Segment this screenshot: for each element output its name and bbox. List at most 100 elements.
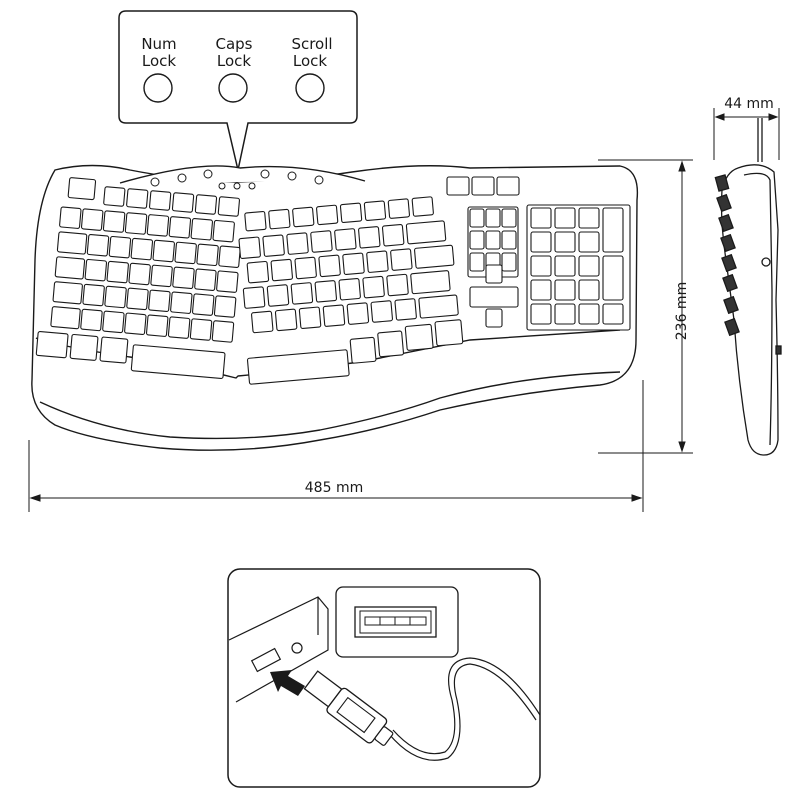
keycap: [316, 204, 339, 226]
keycap: [124, 312, 147, 336]
keycap: [189, 318, 213, 341]
keycap: [530, 207, 552, 229]
keycap: [168, 216, 192, 239]
keycap: [268, 208, 291, 230]
keycap: [286, 232, 309, 255]
caps-lock-led: [218, 73, 248, 103]
keycap: [294, 256, 317, 280]
num-lock-label-line2: Lock: [142, 52, 177, 70]
scroll-lock-led: [295, 73, 325, 103]
keycap: [390, 248, 413, 271]
keycap: [216, 270, 239, 293]
num-lock-led: [143, 73, 173, 103]
keycap: [126, 287, 149, 311]
keycap: [172, 266, 195, 290]
keycap: [530, 255, 552, 277]
depth-dimension-label: 44 mm: [724, 96, 774, 112]
keycap: [192, 293, 215, 316]
keycap: [322, 304, 346, 327]
keycap: [485, 208, 501, 228]
keycap: [349, 336, 377, 364]
keycap: [130, 344, 226, 380]
keycap: [366, 250, 389, 273]
keycap: [99, 336, 129, 364]
keycap: [128, 262, 151, 286]
keycap: [262, 234, 285, 257]
usb-connection-panel: [227, 568, 541, 788]
keycap: [106, 260, 129, 284]
keycap: [578, 231, 600, 253]
keycap: [290, 282, 314, 305]
keycap: [485, 264, 503, 284]
usb-a-port-icon: [354, 606, 437, 638]
keycap: [145, 314, 169, 337]
keycap: [218, 245, 241, 268]
keycap: [346, 302, 370, 325]
keycap: [358, 226, 381, 249]
keycap: [56, 231, 88, 255]
keycap: [342, 252, 365, 276]
keycap: [554, 231, 576, 253]
keycap: [266, 284, 290, 307]
keycap: [501, 230, 517, 250]
keycap: [246, 260, 270, 284]
keycap: [246, 349, 350, 385]
keycap: [377, 330, 405, 358]
keycap: [362, 275, 385, 299]
keycap: [67, 177, 97, 201]
keycap: [339, 202, 363, 224]
keycap: [554, 255, 576, 277]
keycap: [194, 268, 217, 291]
width-dimension-label: 485 mm: [305, 480, 363, 496]
keycap: [554, 207, 576, 229]
keycap: [50, 306, 81, 330]
caps-lock-label-line1: Caps: [215, 35, 252, 53]
keycap: [602, 207, 624, 253]
keycap: [530, 303, 552, 325]
keycap: [69, 333, 99, 361]
keycap: [387, 198, 411, 219]
keycap: [167, 316, 191, 339]
keycap: [102, 210, 126, 233]
scroll-lock-label-line1: Scroll: [291, 35, 332, 53]
keycap: [103, 186, 126, 207]
keycap: [434, 319, 464, 347]
keycap: [190, 218, 214, 241]
keycap: [170, 291, 193, 314]
keycap: [251, 310, 274, 334]
keycap: [578, 255, 600, 277]
keycap: [150, 264, 173, 288]
keycap: [469, 208, 485, 228]
keycap: [446, 176, 470, 196]
keycap: [602, 255, 624, 301]
indicator-callout: Num Lock Caps Lock Scroll Lock: [118, 10, 358, 171]
keycap: [411, 196, 434, 217]
keycap: [52, 281, 83, 305]
keycap: [394, 298, 417, 321]
keycap: [578, 207, 600, 229]
dimension-lines: [28, 108, 780, 512]
keycap: [148, 289, 171, 313]
keycap: [404, 323, 434, 351]
keycap: [554, 303, 576, 325]
keycap: [194, 194, 218, 215]
keycap: [410, 270, 451, 295]
keycap: [35, 330, 69, 359]
keycap: [530, 231, 552, 253]
keycap: [84, 258, 108, 282]
keycap: [554, 279, 576, 301]
keycap: [274, 308, 298, 332]
keyboard-side-view: [714, 118, 782, 456]
keycap: [310, 230, 333, 253]
keycap: [80, 208, 104, 231]
keycap: [469, 230, 485, 250]
scroll-lock-label-line2: Lock: [293, 52, 328, 70]
keycap: [298, 306, 322, 330]
keycap: [314, 280, 338, 303]
keycap: [54, 256, 86, 280]
keycap: [602, 303, 624, 325]
keycap: [292, 206, 315, 228]
insert-arrow-icon: [270, 670, 305, 696]
keycap: [126, 188, 149, 209]
